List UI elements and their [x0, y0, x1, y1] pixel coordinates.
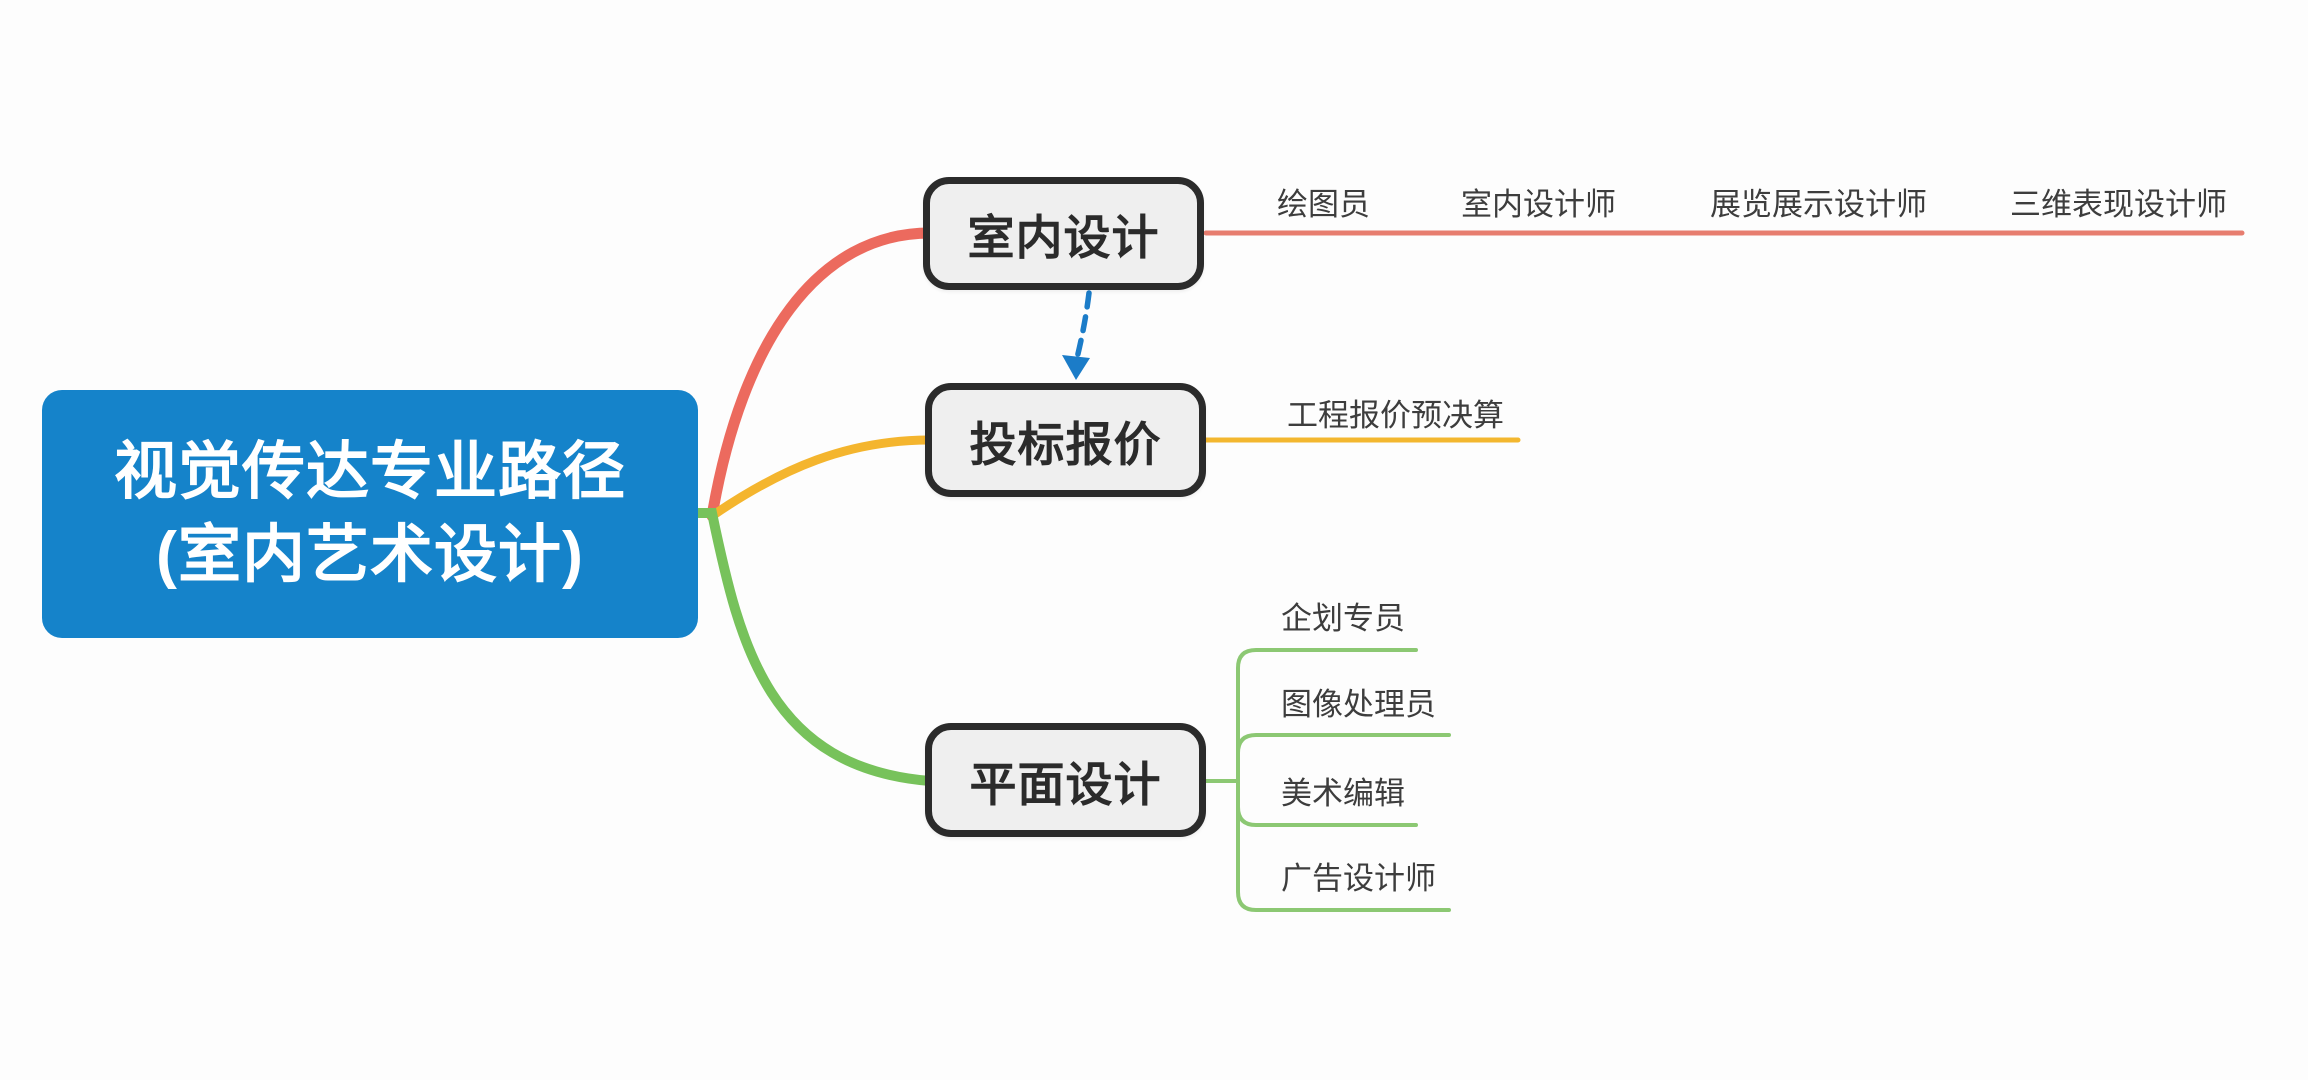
relationship-arrow-line	[1073, 290, 1092, 365]
leaf-topic-exhibition-designer[interactable]: 展览展示设计师	[1710, 187, 1927, 222]
child-line-image-processing	[1236, 733, 1451, 755]
topic-bidding-quote[interactable]: 投标报价	[925, 383, 1206, 497]
topic-graphic-design-label: 平面设计	[969, 757, 1162, 811]
leaf-topic-project-quote-budget[interactable]: 工程报价预决算	[1287, 398, 1504, 433]
root-title-line2: (室内艺术设计)	[156, 520, 584, 590]
leaf-topic-draftsman[interactable]: 绘图员	[1277, 187, 1370, 222]
relationship-arrowhead-icon	[1062, 355, 1090, 380]
topic-graphic-design[interactable]: 平面设计	[925, 723, 1206, 837]
leaf-topic-3d-designer[interactable]: 三维表现设计师	[2010, 187, 2227, 222]
leaf-topic-art-editor[interactable]: 美术编辑	[1281, 776, 1405, 811]
topic-interior-design-label: 室内设计	[967, 211, 1160, 264]
leaf-topic-ad-designer[interactable]: 广告设计师	[1281, 861, 1436, 896]
child-line-ad-designer	[1236, 779, 1451, 912]
topic-interior-design[interactable]: 室内设计	[923, 177, 1204, 290]
relationship-arrow[interactable]	[1062, 290, 1092, 380]
leaf-topic-interior-designer[interactable]: 室内设计师	[1461, 187, 1616, 222]
leaf-topic-planning-specialist[interactable]: 企划专员	[1281, 601, 1405, 636]
topic-bidding-quote-label: 投标报价	[969, 417, 1162, 471]
branch-curve-bidding	[707, 435, 935, 521]
leaf-topic-image-processor[interactable]: 图像处理员	[1281, 687, 1436, 722]
child-line-planning	[1236, 648, 1418, 783]
root-title-line1: 视觉传达专业路径	[114, 436, 626, 507]
root-topic[interactable]: 视觉传达专业路径 (室内艺术设计)	[42, 390, 698, 638]
branch-curve-graphic	[692, 508, 935, 786]
branch-curve-interior	[706, 227, 936, 522]
